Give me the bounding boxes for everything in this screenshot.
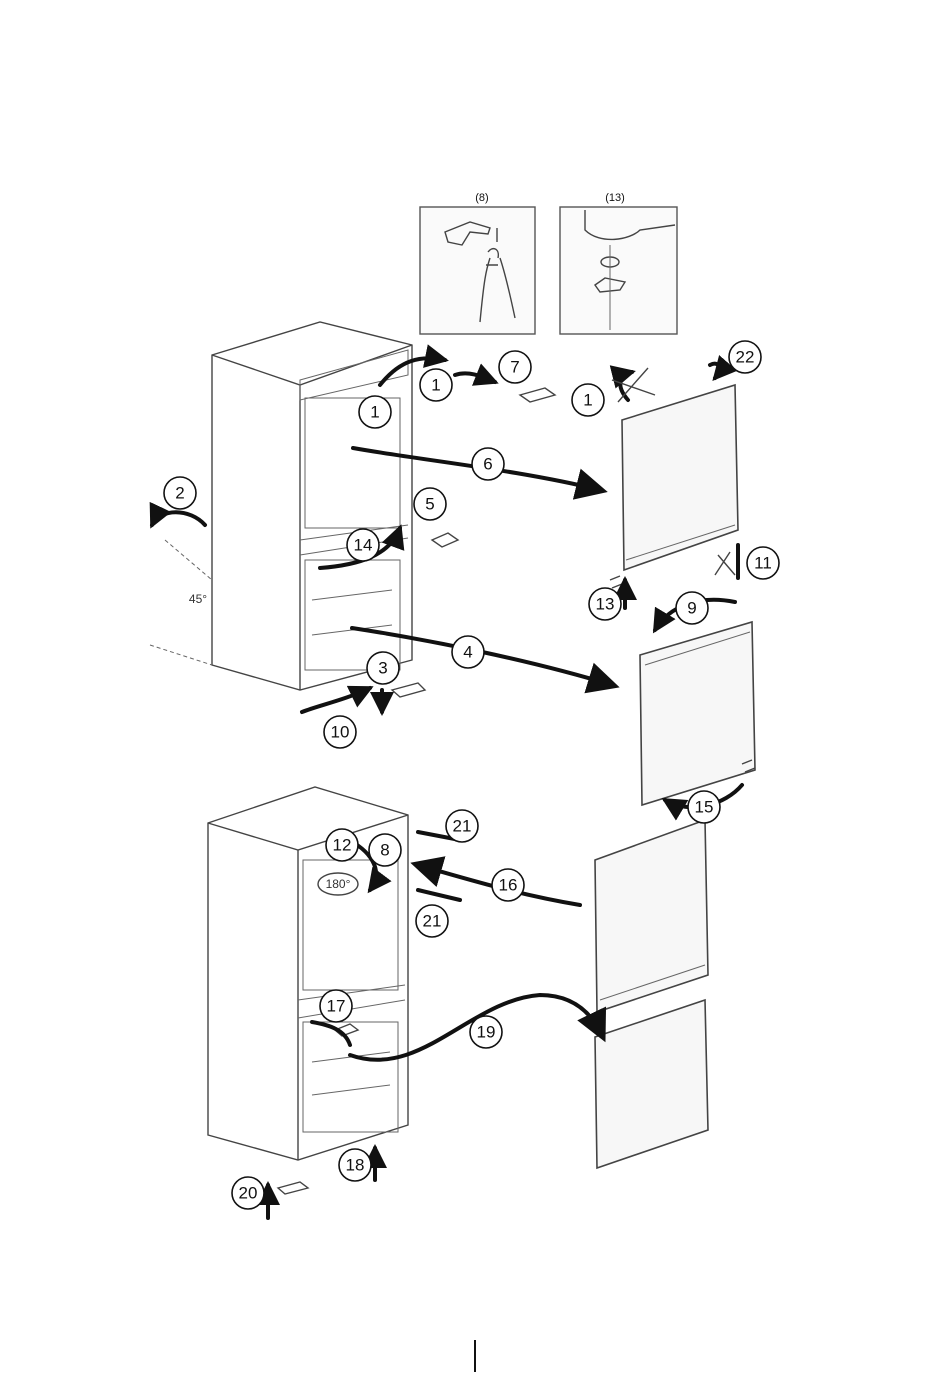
- freezer-door-right: [640, 622, 755, 805]
- svg-text:21: 21: [423, 912, 442, 931]
- svg-text:9: 9: [687, 599, 696, 618]
- svg-text:19: 19: [477, 1023, 496, 1042]
- step-badge: 11: [747, 547, 779, 579]
- svg-text:3: 3: [378, 659, 387, 678]
- step-badge: 1: [420, 369, 452, 401]
- step-badge: 21: [446, 810, 478, 842]
- svg-text:8: 8: [380, 841, 389, 860]
- step-badge: 4: [452, 636, 484, 668]
- step-badge: 1: [572, 384, 604, 416]
- svg-text:4: 4: [463, 643, 472, 662]
- step-badge: 3: [367, 652, 399, 684]
- fridge-door-top-right: [622, 385, 738, 570]
- svg-text:2: 2: [175, 484, 184, 503]
- svg-text:22: 22: [736, 348, 755, 367]
- step-badge: 22: [729, 341, 761, 373]
- step-badge: 21: [416, 905, 448, 937]
- step-badge: 6: [472, 448, 504, 480]
- inset-hinge-pliers: (8): [420, 192, 535, 334]
- svg-text:15: 15: [695, 798, 714, 817]
- svg-text:11: 11: [754, 554, 772, 573]
- svg-text:1: 1: [431, 376, 440, 395]
- fridge-door-lower-right: [595, 820, 708, 1012]
- svg-text:12: 12: [333, 836, 352, 855]
- svg-text:13: 13: [596, 595, 615, 614]
- svg-text:17: 17: [327, 997, 346, 1016]
- svg-text:5: 5: [425, 495, 434, 514]
- svg-text:14: 14: [354, 536, 373, 555]
- step-badge: 19: [470, 1016, 502, 1048]
- inset-label-8: (8): [475, 192, 488, 204]
- step-badge: 13: [589, 588, 621, 620]
- step-badge: 9: [676, 592, 708, 624]
- svg-text:18: 18: [346, 1156, 365, 1175]
- svg-text:16: 16: [499, 876, 518, 895]
- freezer-door-lower-right: [595, 1000, 708, 1168]
- step-badge: 2: [164, 477, 196, 509]
- step-badge: 8: [369, 834, 401, 866]
- svg-text:6: 6: [483, 455, 492, 474]
- svg-text:10: 10: [331, 723, 350, 742]
- step-badge: 10: [324, 716, 356, 748]
- step-badge: 14: [347, 529, 379, 561]
- rotate-callout: 180°: [318, 873, 358, 895]
- inset-label-13: (13): [605, 192, 625, 204]
- rotate-angle-label: 180°: [326, 877, 351, 891]
- step-badge: 12: [326, 829, 358, 861]
- step-badge: 7: [499, 351, 531, 383]
- inset-bottom-hinge: (13): [560, 192, 677, 334]
- step-badge: 17: [320, 990, 352, 1022]
- step-badge: 5: [414, 488, 446, 520]
- svg-text:7: 7: [510, 358, 519, 377]
- svg-text:20: 20: [239, 1184, 258, 1203]
- step-badge: 18: [339, 1149, 371, 1181]
- svg-text:1: 1: [370, 403, 379, 422]
- step-badge: 20: [232, 1177, 264, 1209]
- tilt-angle-label: 45°: [189, 592, 207, 606]
- step-badge: 1: [359, 396, 391, 428]
- svg-text:1: 1: [583, 391, 592, 410]
- svg-text:21: 21: [453, 817, 472, 836]
- step-badge: 15: [688, 791, 720, 823]
- step-badge: 16: [492, 869, 524, 901]
